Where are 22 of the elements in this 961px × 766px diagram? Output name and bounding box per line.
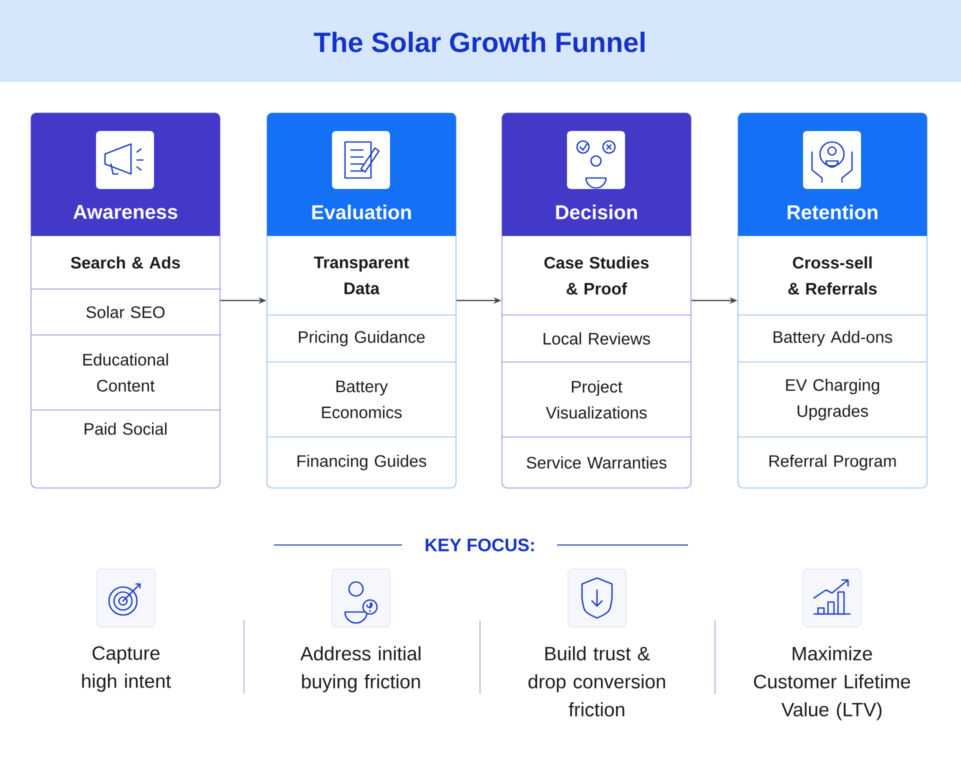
list-item: EV Charging Upgrades <box>786 378 880 420</box>
section-heading: KEY FOCUS: <box>426 538 534 552</box>
list-item: Battery Add-ons <box>774 330 892 346</box>
list-item: Solar SEO <box>86 306 165 318</box>
focus-text: Maximize Customer Lifetime Value (LTV) <box>754 646 910 720</box>
list-item: Battery Economics <box>322 380 402 418</box>
list-item: Cross-sell & Referrals <box>788 256 877 295</box>
list-item: Educational Content <box>83 353 168 392</box>
list-item: Transparent Data <box>314 256 409 294</box>
list-item: Paid Social <box>84 422 167 435</box>
list-item: Financing Guides <box>298 454 426 470</box>
focus-text: Capture high intent <box>82 646 171 692</box>
list-item: Search & Ads <box>70 256 180 269</box>
list-item: Pricing Guidance <box>298 330 425 346</box>
focus-text: Address initial buying friction <box>300 646 420 692</box>
list-item: Service Warranties <box>526 456 666 469</box>
list-item: Case Studies & Proof <box>544 256 649 295</box>
list-item: Project Visualizations <box>546 380 647 419</box>
title-band: The Solar Growth Funnel <box>0 0 961 82</box>
focus-text: Build trust & drop conversion friction <box>528 646 666 716</box>
list-item: Local Reviews <box>544 332 650 345</box>
list-item: Referral Program <box>770 454 896 470</box>
